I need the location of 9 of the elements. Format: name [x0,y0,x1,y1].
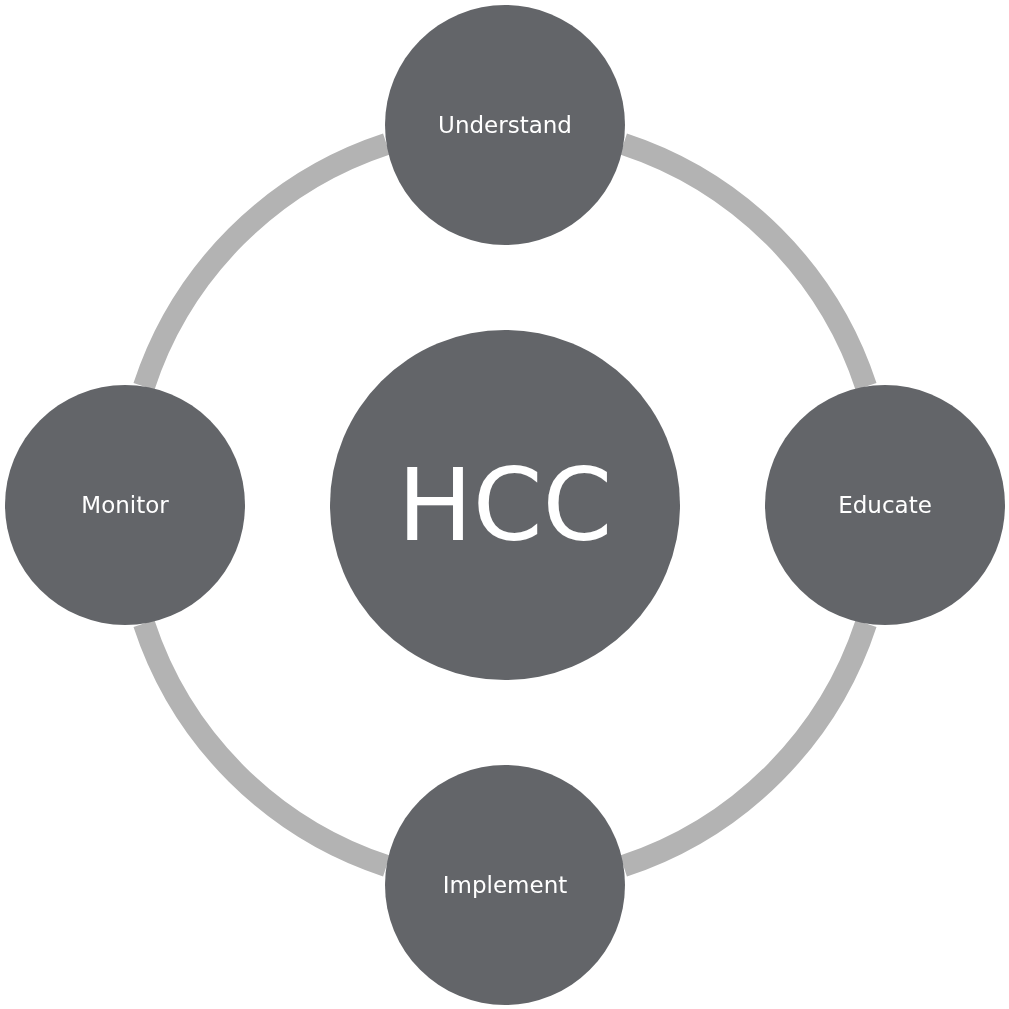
ring-connector [619,133,877,391]
node-label: HCC [397,446,613,564]
node-label: Monitor [81,492,169,518]
node-label: Understand [438,112,572,138]
ring-connector [133,619,391,877]
ring-connector [133,133,391,391]
node-label: Educate [838,492,932,518]
node-label: Implement [442,872,568,898]
ring-connector [619,619,877,877]
